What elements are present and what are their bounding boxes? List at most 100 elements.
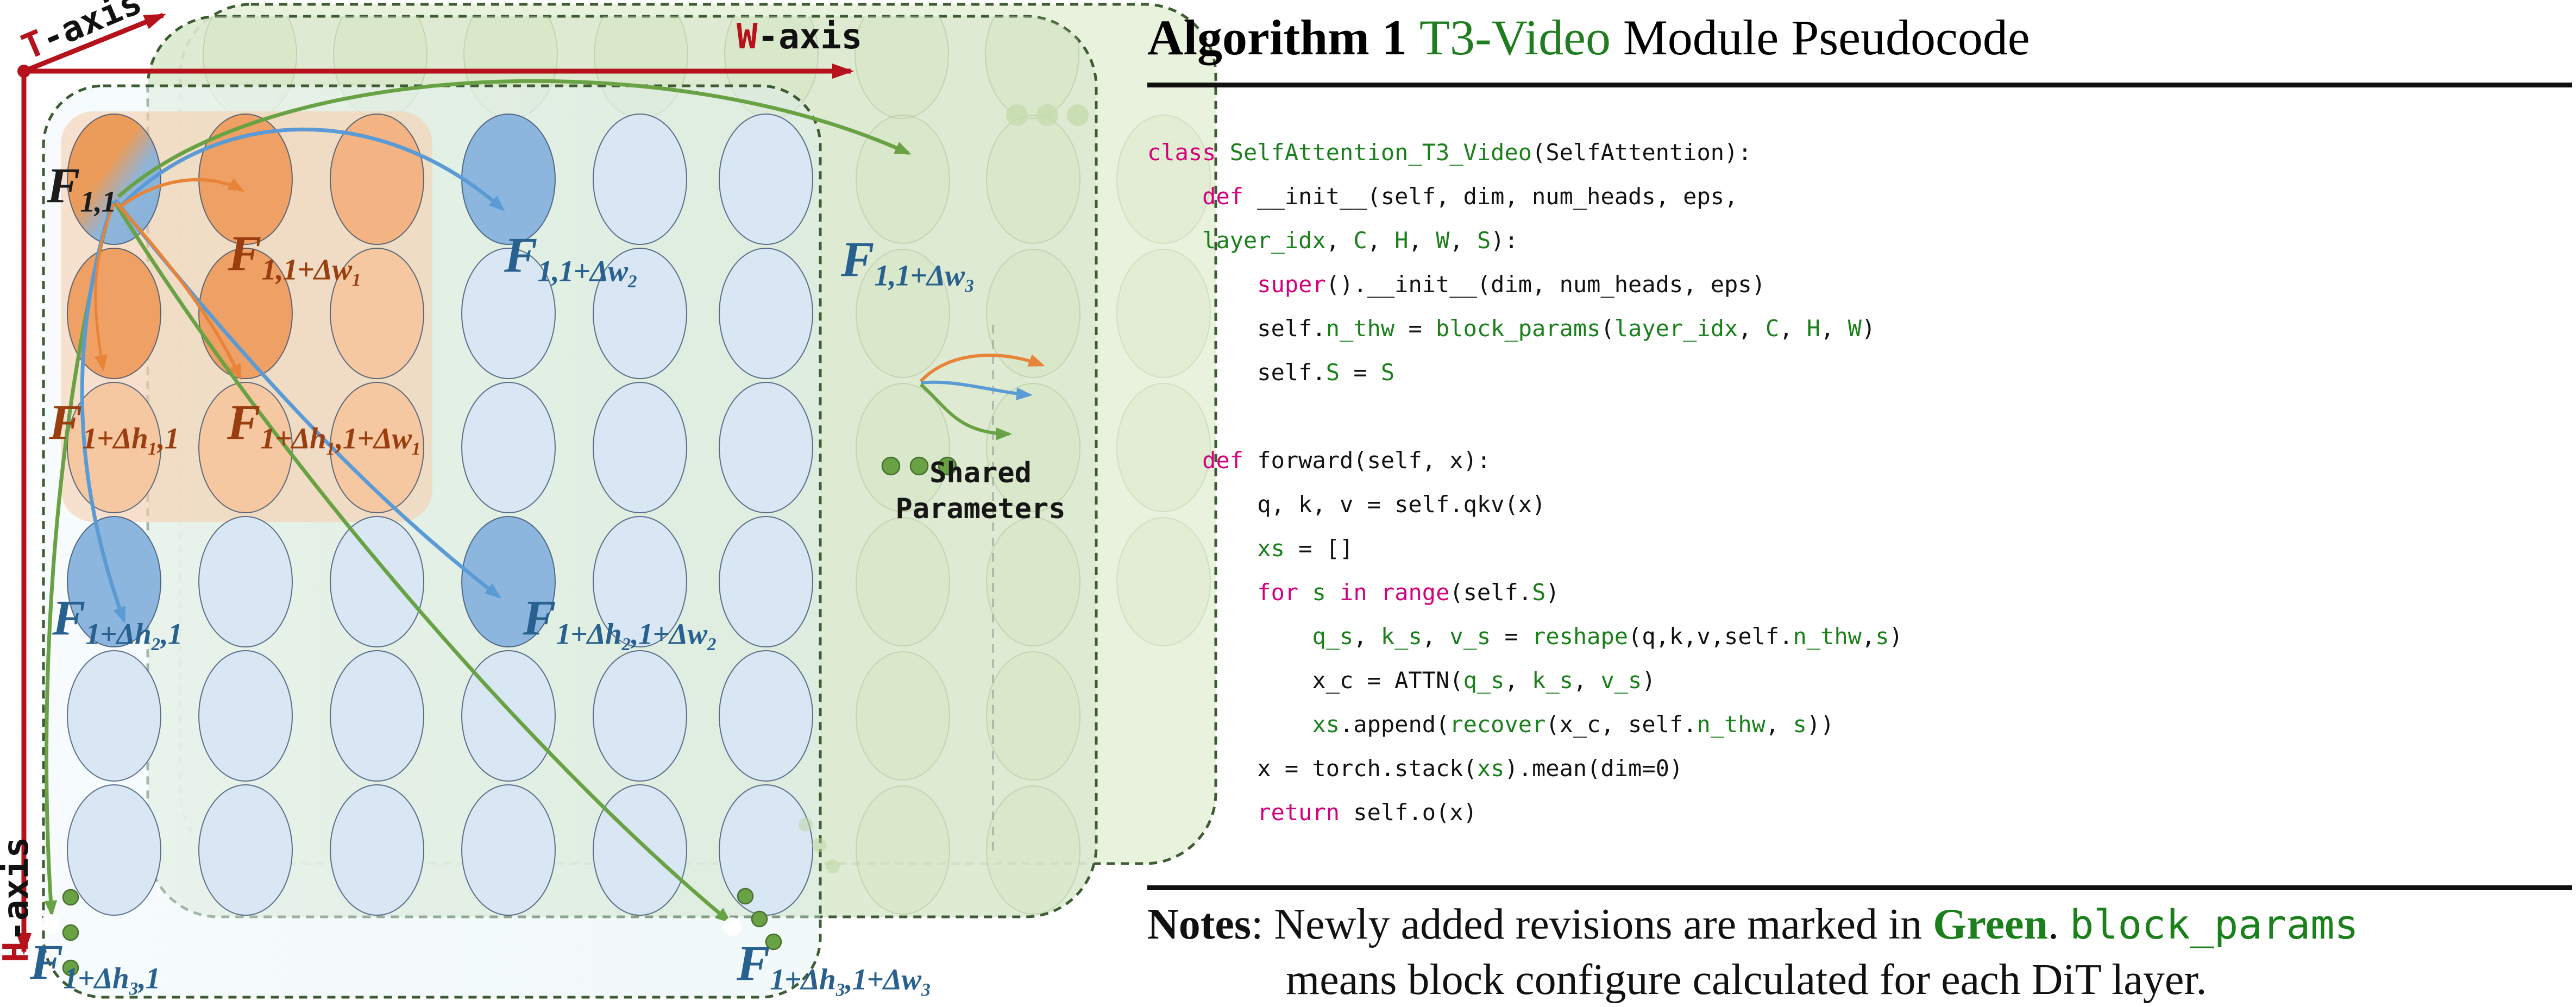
- green-dots-hw-direction: [737, 888, 754, 905]
- code-revision-token: C: [1353, 227, 1367, 254]
- code-revision-token: S: [1325, 359, 1340, 386]
- green-dots-w-direction: [938, 456, 957, 476]
- feature-token-circle: [67, 650, 161, 782]
- ghost-token-circle: [986, 115, 1080, 244]
- code-revision-token: S: [1532, 579, 1546, 606]
- feature-label: F1,1: [47, 158, 116, 218]
- shared-green-arrow: [920, 383, 1012, 440]
- code-revision-token: W: [1848, 315, 1862, 342]
- code-text: ): [1642, 667, 1656, 694]
- ghost-token-circle: [856, 651, 950, 781]
- shared-params-glyph: [919, 354, 1045, 440]
- feature-token-circle: [593, 248, 687, 379]
- code-line: for s in range(self.S): [1147, 570, 1903, 614]
- code-text: [1147, 799, 1257, 826]
- feature-label: F1,1+Δw₁: [228, 225, 362, 286]
- notes-block: Notes: Newly added revisions are marked …: [1147, 897, 2359, 1007]
- notes-line: Notes: Newly added revisions are marked …: [1147, 897, 2359, 953]
- code-revision-token: H: [1806, 315, 1821, 342]
- feature-token-circle: [330, 516, 424, 647]
- code-keyword: return: [1257, 799, 1340, 826]
- algorithm-number: Algorithm 1: [1147, 10, 1419, 65]
- code-text: .append(: [1340, 711, 1450, 738]
- h-axis-suffix: -axis: [0, 836, 36, 942]
- ghost-token-circle: [1116, 115, 1211, 244]
- code-text: ,: [1573, 667, 1601, 694]
- code-revision-token: S: [1380, 359, 1395, 386]
- code-revision-token: reshape: [1532, 623, 1629, 650]
- code-revision-token: layer_idx: [1202, 227, 1326, 254]
- feature-token-circle: [198, 784, 293, 916]
- code-text: ): [1545, 579, 1560, 606]
- code-line: def __init__(self, dim, num_heads, eps,: [1147, 174, 1903, 218]
- faint-dots-diagonal: [826, 859, 840, 873]
- code-revision-token: recover: [1449, 711, 1546, 738]
- axes: [16, 12, 854, 955]
- orange-arrow-h1: [94, 203, 116, 372]
- code-text: ().__init__(dim, num_heads, eps): [1325, 271, 1765, 298]
- code-keyword: super: [1257, 271, 1326, 298]
- code-revision-token: H: [1394, 227, 1409, 254]
- diagram-svg: [16, 3, 1217, 999]
- code-text: [1216, 139, 1229, 166]
- feature-token-circle: [330, 248, 424, 379]
- feature-token-circle: [461, 248, 556, 379]
- code-text: ): [1861, 315, 1876, 342]
- code-text: [1326, 579, 1340, 606]
- code-line: x_c = ATTN(q_s, k_s, v_s): [1147, 658, 1903, 702]
- code-revision-token: n_thw: [1697, 711, 1765, 738]
- rule-top: [1147, 83, 2572, 87]
- code-line: self.S = S: [1147, 350, 1903, 394]
- code-text: ,: [1367, 227, 1395, 254]
- feature-token-circle: [719, 650, 813, 782]
- code-text: ,: [1765, 711, 1793, 738]
- ghost-token-circle: [986, 785, 1080, 915]
- feature-token-circle: [593, 516, 687, 647]
- code-text: ): [1889, 623, 1903, 650]
- feature-token-circle: [593, 784, 687, 916]
- code-text: ):: [1491, 227, 1518, 254]
- algorithm-title: Algorithm 1 T3-Video Module Pseudocode: [1147, 9, 2030, 66]
- code-revision-token: xs: [1312, 711, 1340, 738]
- code-text: =: [1340, 359, 1381, 386]
- code-revision-token: k_s: [1532, 667, 1573, 694]
- code-line: super().__init__(dim, num_heads, eps): [1147, 262, 1903, 306]
- blue-arrow-h2: [80, 200, 126, 624]
- feature-label: F1+Δh₃,1+Δw₃: [737, 935, 931, 996]
- t-axis-arrow: [23, 12, 166, 74]
- code-text: self.o(x): [1340, 799, 1477, 826]
- code-text: self.: [1147, 315, 1326, 342]
- code-text: ,: [1449, 227, 1477, 254]
- feature-token-circle: [719, 784, 813, 916]
- ghost-token-circle: [856, 115, 950, 244]
- feature-token-circle: [593, 650, 687, 782]
- feature-token-circle: [198, 650, 293, 782]
- notes-line: means block configure calculated for eac…: [1147, 953, 2359, 1007]
- notes-text: Notes: [1147, 901, 1252, 948]
- code-line: x = torch.stack(xs).mean(dim=0): [1147, 746, 1903, 790]
- w-axis-label: W-axis: [737, 20, 862, 54]
- feature-label: F1+Δh₁,1: [49, 394, 179, 455]
- code-text: x_c = ATTN(: [1147, 667, 1463, 694]
- feature-token-circle: [719, 516, 813, 647]
- notes-code-ref: block_params: [2070, 902, 2359, 948]
- algorithm-panel: Algorithm 1 T3-Video Module Pseudocode c…: [1147, 0, 2574, 1007]
- code-revision-token: SelfAttention_T3_Video: [1229, 139, 1532, 166]
- feature-label: F1,1+Δw₂: [504, 227, 638, 288]
- code-text: ).mean(dim=0): [1504, 755, 1683, 782]
- code-text: = []: [1284, 535, 1354, 562]
- feature-label: F1+Δh₃,1: [30, 934, 160, 995]
- code-text: [1367, 579, 1381, 606]
- ghost-token-circle: [856, 517, 950, 646]
- code-text: (q,k,v,self.: [1628, 623, 1793, 650]
- code-text: =: [1394, 315, 1436, 342]
- w-axis-letter: W: [737, 17, 758, 57]
- code-text: ,: [1738, 315, 1765, 342]
- green-dots-hw-direction: [751, 910, 768, 928]
- feature-label: F1,1+Δw₃: [841, 231, 975, 292]
- code-text: (SelfAttention):: [1532, 139, 1752, 166]
- faint-dots-diagonal: [812, 838, 826, 852]
- feature-token-circle: [461, 382, 556, 513]
- feature-token-circle: [67, 114, 161, 245]
- code-revision-token: S: [1477, 227, 1491, 254]
